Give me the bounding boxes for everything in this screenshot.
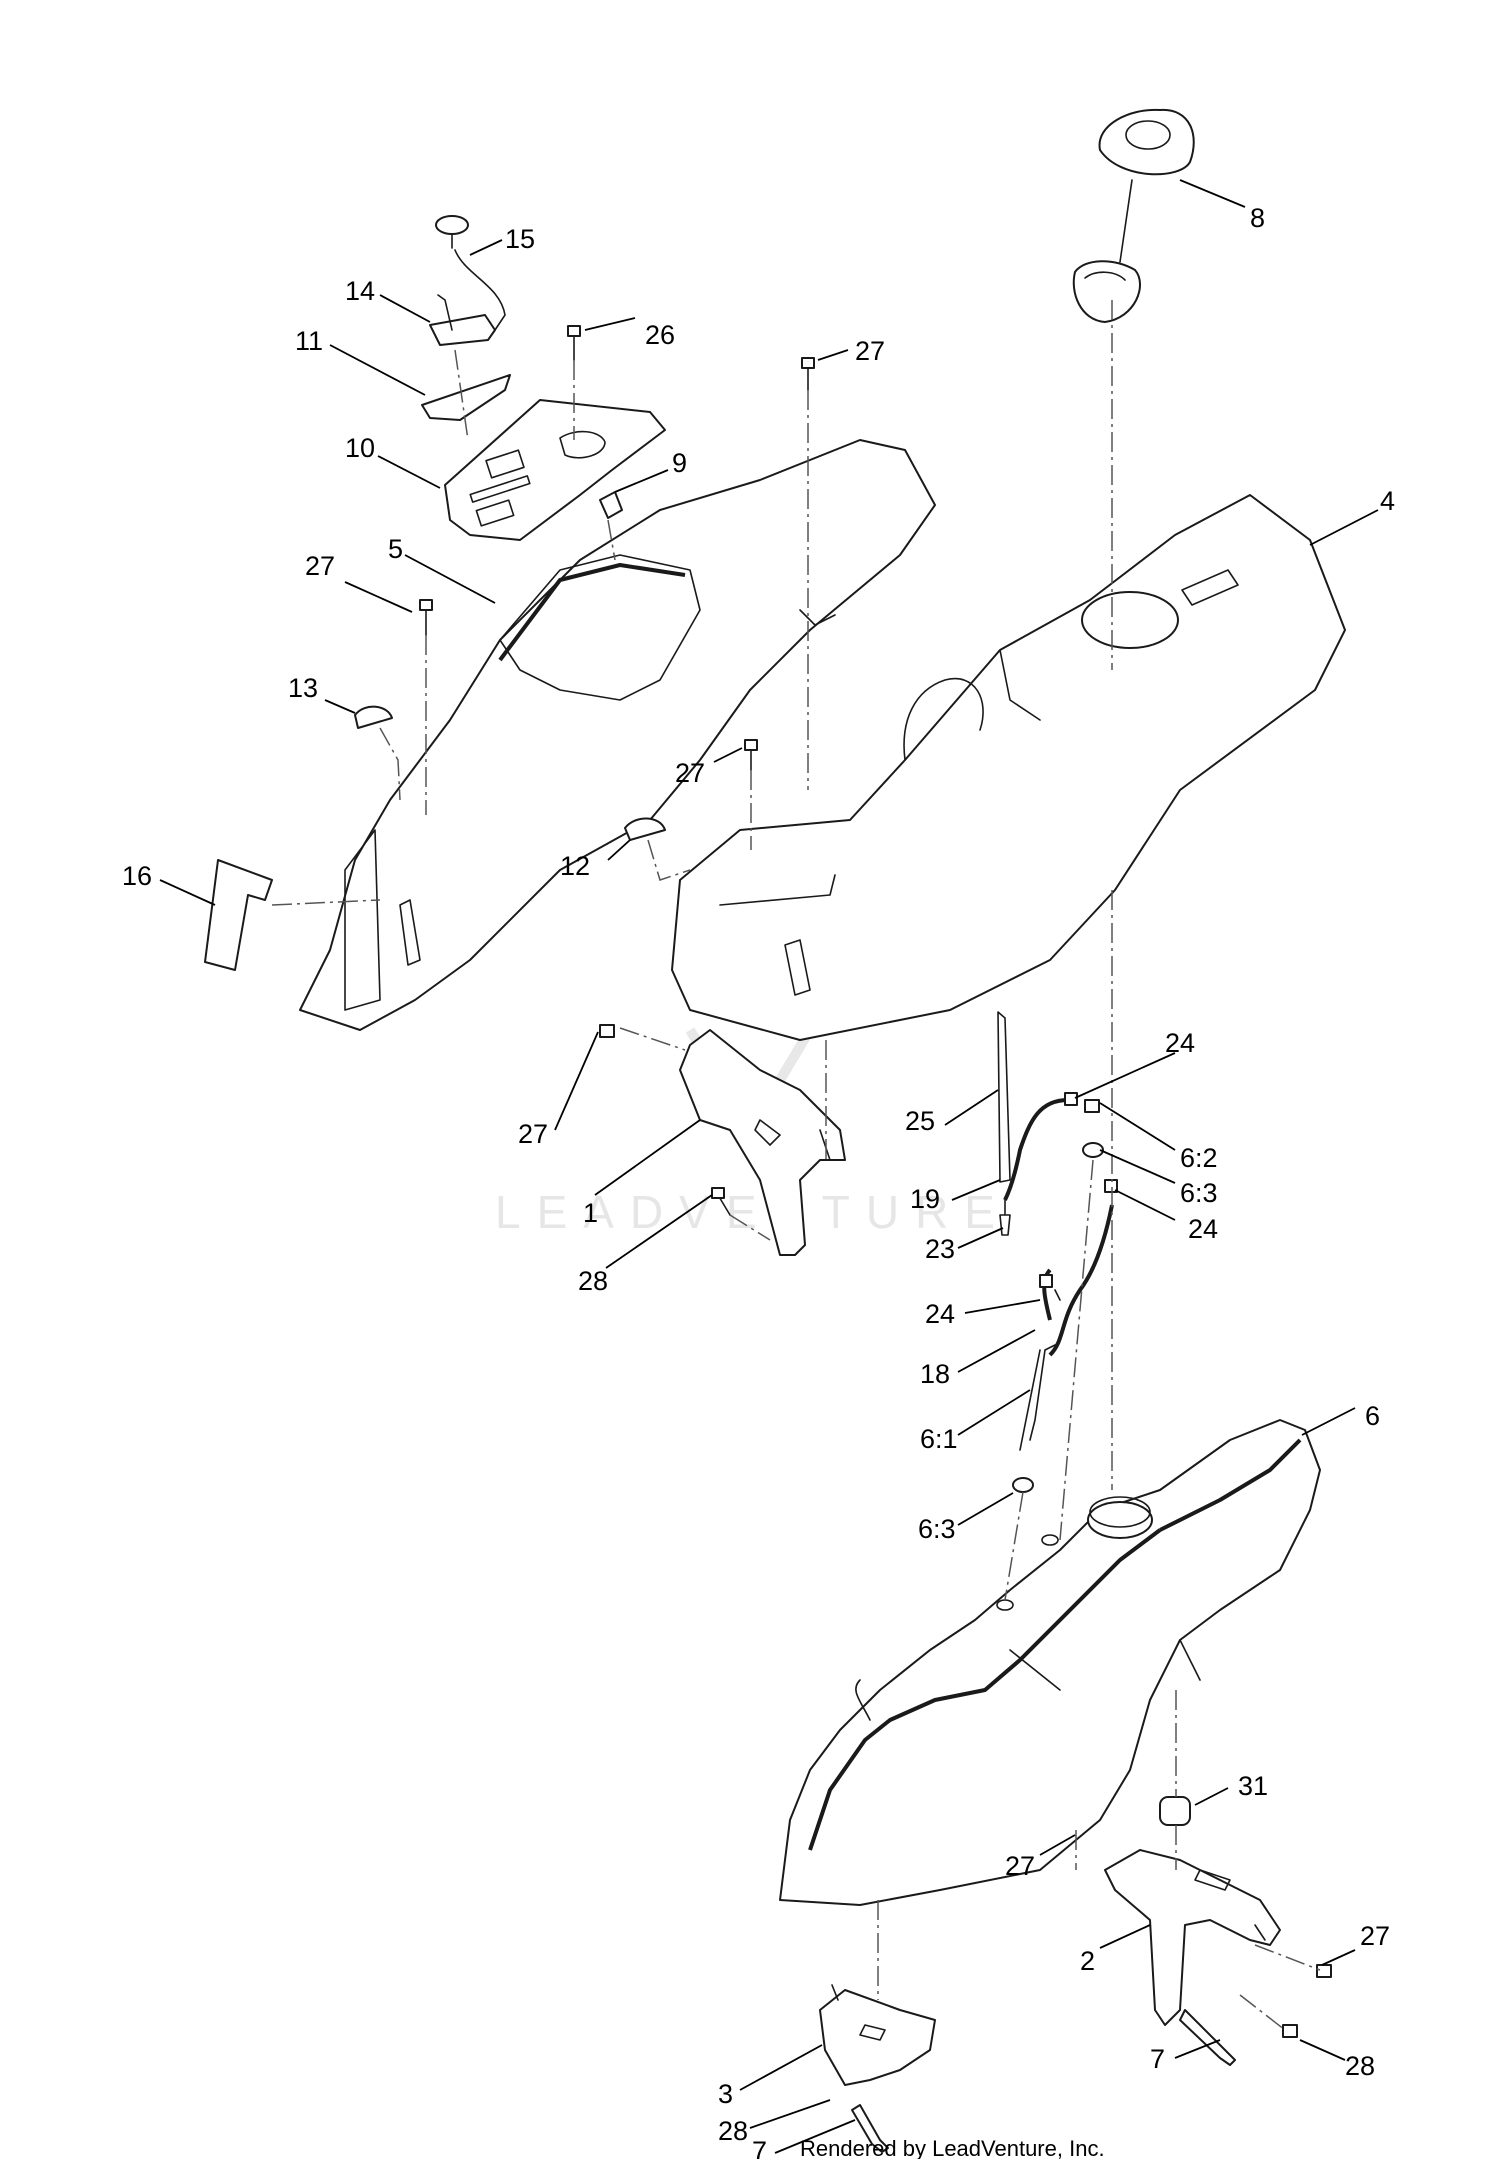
callout-31: 31 (1238, 1771, 1268, 1801)
callout-27-a: 27 (855, 336, 885, 366)
callout-2: 2 (1080, 1946, 1095, 1976)
part-5-left-shroud (299, 439, 936, 1031)
callout-13: 13 (288, 673, 318, 703)
callout-6: 6 (1365, 1401, 1380, 1431)
part-31-bumper (1159, 1796, 1191, 1826)
callout-6-1: 6:1 (920, 1424, 958, 1454)
callout-5: 5 (388, 534, 403, 564)
part-14-lever-housing (429, 294, 496, 346)
part-10-control-panel (444, 399, 666, 541)
fittings (1012, 1092, 1118, 1493)
part-11-decal (421, 374, 511, 421)
part-25-tie-strap (997, 1011, 1011, 1183)
callout-27-c: 27 (675, 758, 705, 788)
part-12-bumper (624, 817, 666, 841)
callout-28-a: 28 (578, 1266, 608, 1296)
callout-7-b: 7 (752, 2136, 767, 2159)
callout-3: 3 (718, 2079, 733, 2109)
assembly-lines (271, 300, 1321, 2031)
callout-10: 10 (345, 433, 375, 463)
fuel-hoses (999, 1098, 1114, 1451)
callout-8: 8 (1250, 203, 1265, 233)
callout-27-f: 27 (1360, 1921, 1390, 1951)
callout-14: 14 (345, 276, 375, 306)
part-4-upper-shroud (671, 494, 1346, 1041)
part-6-fuel-tank (779, 1419, 1321, 1906)
callout-24-b: 24 (1188, 1214, 1218, 1244)
callout-6-3-a: 6:3 (1180, 1178, 1218, 1208)
callout-24-c: 24 (925, 1299, 955, 1329)
callout-labels: 8 15 14 11 26 27 10 9 4 5 27 13 27 12 16… (122, 203, 1395, 2159)
callout-27-b: 27 (305, 551, 335, 581)
callout-26: 26 (645, 320, 675, 350)
callout-27-e: 27 (1005, 1851, 1035, 1881)
callout-28-c: 28 (718, 2116, 748, 2146)
callout-7-a: 7 (1150, 2044, 1165, 2074)
part-16-decal (204, 859, 273, 971)
part-2-rear-bracket (1104, 1849, 1281, 2026)
part-3-front-bracket (819, 1984, 936, 2086)
callout-6-3-b: 6:3 (918, 1514, 956, 1544)
part-8-fuel-cap (1072, 108, 1195, 323)
callout-4: 4 (1380, 486, 1395, 516)
callout-15: 15 (505, 224, 535, 254)
part-13-bumper (354, 705, 393, 729)
callout-24-a: 24 (1165, 1028, 1195, 1058)
part-1-bracket (679, 1029, 846, 1256)
part-15-knob-cable (435, 215, 506, 331)
callout-9: 9 (672, 448, 687, 478)
watermark-text: LEADVENTURE (495, 1186, 1011, 1238)
callout-23: 23 (925, 1234, 955, 1264)
leader-lines (159, 179, 1379, 2154)
callout-18: 18 (920, 1359, 950, 1389)
render-credit: Rendered by LeadVenture, Inc. (800, 2136, 1105, 2159)
part-9-clip (599, 491, 623, 519)
callout-25: 25 (905, 1106, 935, 1136)
callout-11: 11 (295, 326, 323, 356)
callout-12: 12 (560, 851, 590, 881)
callout-19: 19 (910, 1184, 940, 1214)
part-7-straps (851, 2009, 1236, 2153)
callout-1: 1 (583, 1198, 598, 1228)
part-26-screw (567, 325, 581, 361)
callout-27-d: 27 (518, 1119, 548, 1149)
callout-6-2: 6:2 (1180, 1143, 1218, 1173)
callout-28-b: 28 (1345, 2051, 1375, 2081)
callout-16: 16 (122, 861, 152, 891)
